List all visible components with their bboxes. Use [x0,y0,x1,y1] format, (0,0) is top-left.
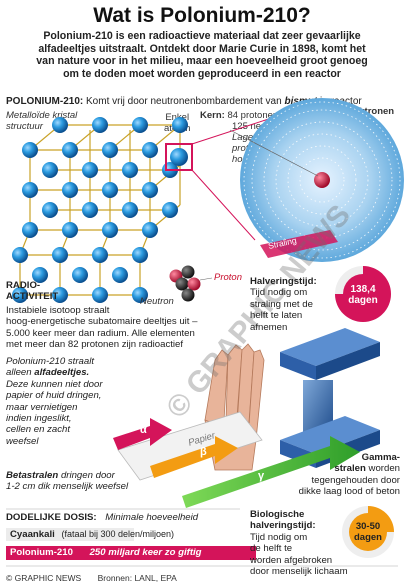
halflife-text: Halveringstijd: Tijd nodig om straling m… [250,276,317,333]
radioactivity-text: Instabiele isotoop straalt hoog-energeti… [6,305,197,351]
page-title: Wat is Polonium-210? [93,4,311,27]
footer: © GRAPHIC NEWS Bronnen: LANL, EPA [6,573,191,583]
cyanide-bar [6,528,134,541]
radioactivity-line: 5.000 keer meer dan radium. Alle element… [6,327,195,339]
alpha-line: alleen [6,367,32,379]
cyanide-note: (fataal bij 300 delen/miljoen) [61,529,175,539]
bio-halflife-heading: Biologische [250,509,305,520]
radioactivity-line: met meer dan 82 protonen zijn radioactie… [6,339,184,351]
bio-halflife-heading: halveringstijd: [250,520,316,532]
alpha-arrow [113,418,172,450]
alpha-line: indien ingeslikt, [6,413,72,425]
halflife-value: 138,4 dagen [343,284,383,306]
gamma-arrow [182,436,360,508]
dose-subtitle: Minimale hoeveelheid [105,512,199,523]
footer-credit: © GRAPHIC NEWS [6,573,82,583]
intro-line: om te doden moet worden geproduceerd in … [63,67,341,80]
bio-halflife-line: worden afgebroken [250,554,333,566]
protons-count: 84 protonen [227,110,279,121]
zoom-line [191,169,256,241]
halflife-value-unit: dagen [348,295,378,306]
dose-heading: DODELIJKE DOSIS: [6,512,97,523]
intro-line: van nature voor in het milieu, maar een … [36,55,368,67]
single-atom-label-line: Enkel [165,112,190,123]
beta-heading: Betastralen [6,470,59,481]
bio-halflife-value-unit: dagen [354,531,382,543]
polonium-dose-note: 250 miljard keer zo giftig [89,547,202,558]
alpha-line: weefsel [6,435,39,447]
radioactivity-heading: RADIO- [6,280,41,291]
intro-line: alfadeeltjes uitstraalt. Ontdekt door Ma… [38,42,366,55]
bio-halflife-text: Biologische halveringstijd: Tijd nodig o… [250,509,348,577]
halflife-line: helft te laten [250,310,303,322]
proton-label: Proton [214,272,242,283]
bio-halflife-line: de helft te [250,543,293,555]
cyanide-label: Cyaankali [10,529,55,540]
crystal-label-line: Metalloïde kristal [6,110,78,121]
gamma-line: worden [368,463,400,475]
halflife-line: straling met de [250,298,313,310]
beta-line: dringen door [60,470,115,481]
paper-sheet [117,411,263,481]
halflife-value-number: 138,4 [350,284,376,295]
footer-sources: Bronnen: LANL, EPA [97,573,177,583]
electrons-label: Elektronen [345,106,395,117]
beta-text: Betastralen dringen door 1-2 cm dik mens… [6,470,128,493]
crystal-label-line: structuur [6,121,43,132]
radioactivity-section: RADIO- ACTIVITEIT [6,280,58,303]
intro-text: Polonium-210 is een radioactieve materia… [12,30,392,80]
alpha-emph: alfadeeltjes. [34,367,90,379]
polonium-text-prefix: Komt vrij door neutronenbombardement van [86,96,282,107]
alpha-line: Polonium-210 straalt [6,356,94,367]
dose-header: DODELIJKE DOSIS: Minimale hoeveelheid [6,512,198,523]
gamma-heading: Gamma- [361,452,400,463]
single-atom-frame [165,143,193,171]
polonium-bar [6,546,256,560]
single-atom [170,148,188,166]
alpha-line: cellen en zacht [6,424,70,436]
crystal-label: Metalloïde kristal structuur [6,110,77,132]
gamma-text: Gamma- stralen worden tegengehouden door… [270,452,400,498]
particle-cluster [169,265,201,302]
crystal-atoms [12,117,188,303]
bio-halflife-line: door menselijk lichaam [250,566,348,578]
alpha-text: Polonium-210 straalt alleen alfadeeltjes… [6,356,103,447]
alpha-symbol: α [140,424,147,436]
kern-pointer [229,129,319,177]
bio-halflife-value: 30-50 dagen [348,521,388,543]
alpha-line: maar vernietigen [6,401,78,413]
cyanide-row: Cyaankali (fataal bij 300 delen/miljoen) [10,529,174,540]
radioactivity-line: hoog-energetische subatomaire deeltjes u… [6,316,198,328]
radioactivity-line: Instabiele isotoop straalt [6,305,110,316]
halflife-line: Tijd nodig om [250,287,308,299]
alpha-line: Deze kunnen niet door [6,378,103,390]
alpha-line: papier of huid dringen, [6,390,102,402]
bio-halflife-line: Tijd nodig om [250,531,308,543]
polonium-dose-label: Polonium-210 [10,547,73,558]
gamma-line: tegengehouden door [311,474,400,486]
polonium-label: POLONIUM-210: [6,96,84,107]
gamma-line: dikke laag lood of beton [298,486,400,498]
halflife-line: afnemen [250,321,288,333]
radioactivity-heading: ACTIVITEIT [6,291,59,303]
beta-line: 1-2 cm dik menselijk weefsel [6,481,129,493]
gamma-heading: stralen [334,463,366,475]
polonium-row: Polonium-210 250 miljard keer zo giftig [10,547,202,558]
gamma-symbol: γ [258,470,265,482]
nucleus [314,172,330,188]
neutron-label: Neutron [140,296,174,307]
beta-symbol: β [200,446,207,458]
bio-halflife-value-number: 30-50 [355,521,381,532]
halflife-heading: Halveringstijd: [250,276,317,287]
intro-line: Polonium-210 is een radioactieve materia… [43,30,361,42]
beta-arrow [150,436,238,478]
kern-label: Kern: [200,110,225,121]
radiation-beam [260,230,338,258]
